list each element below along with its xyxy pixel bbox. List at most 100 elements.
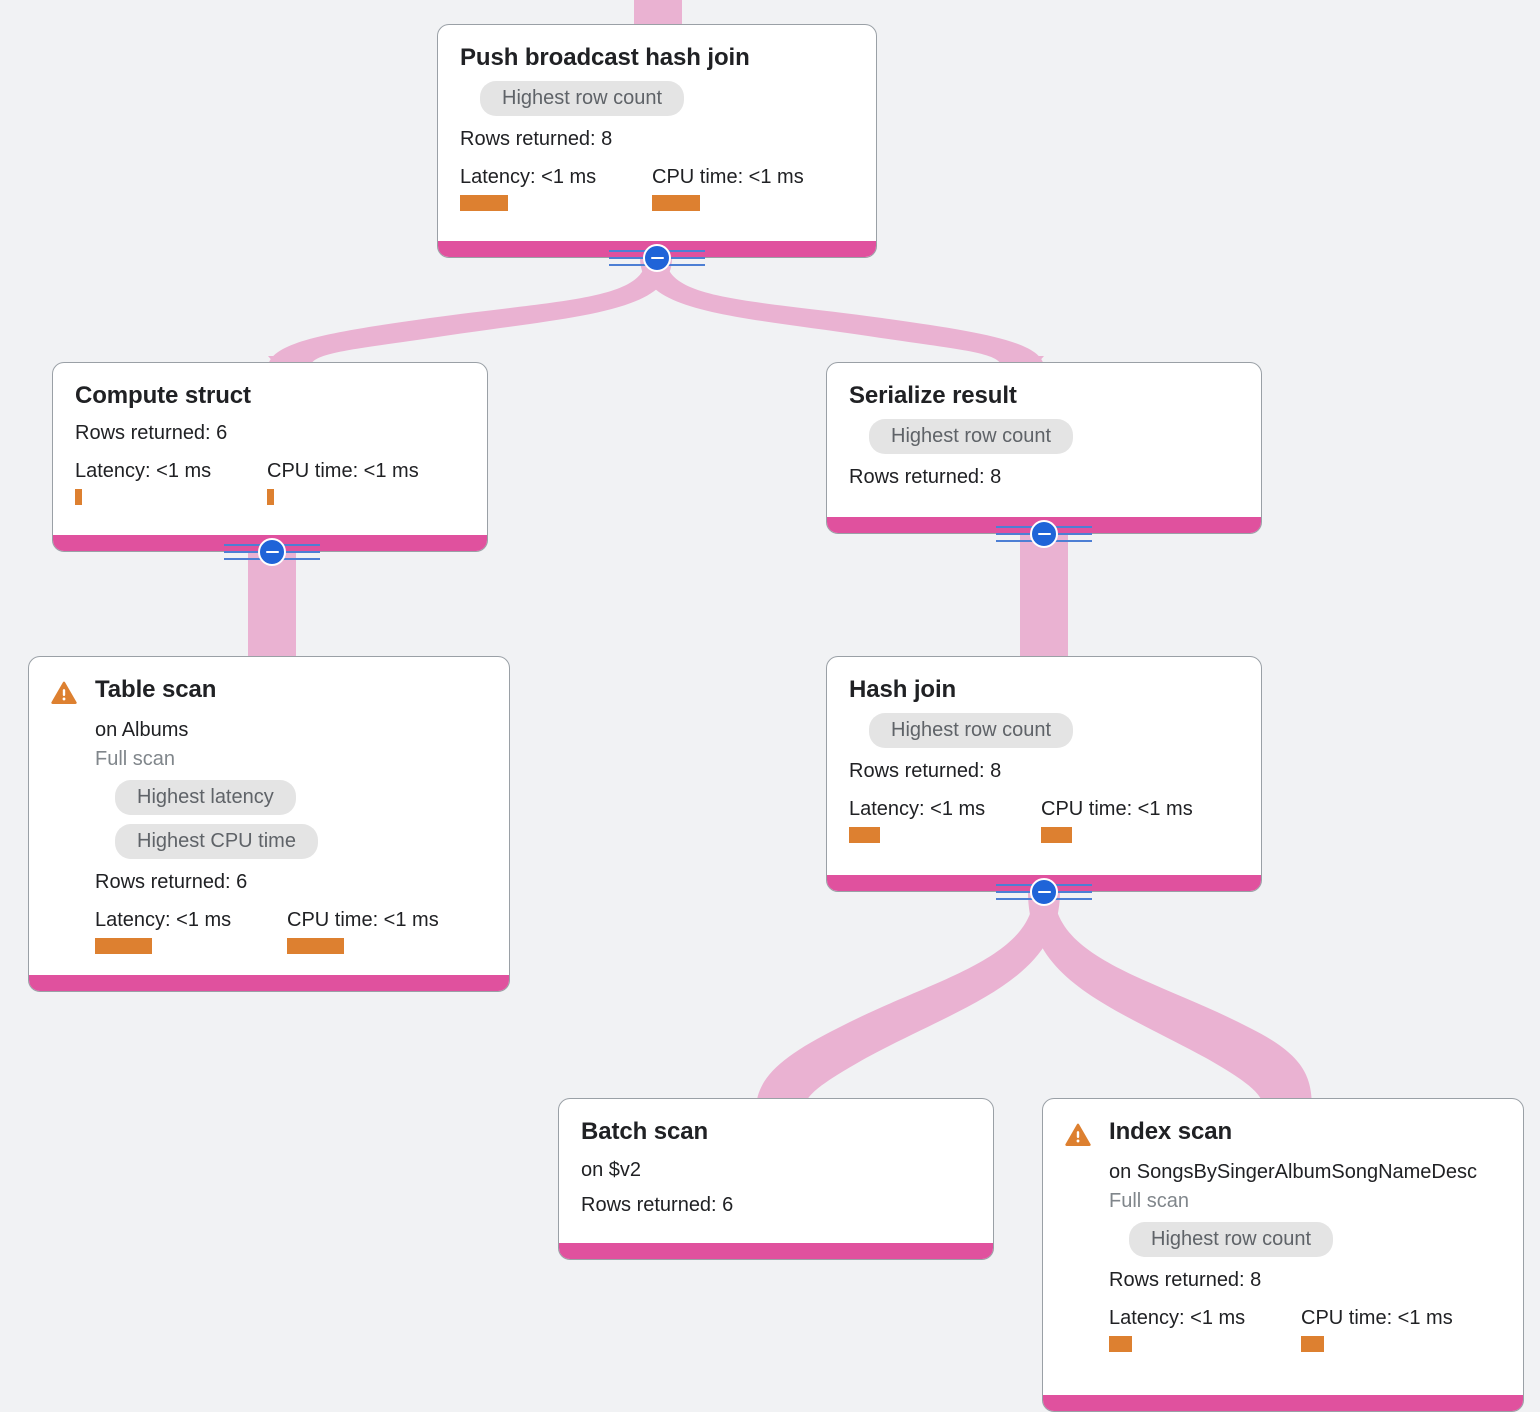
node-scan-type: Full scan xyxy=(1109,1190,1190,1212)
metric-cpu-time: CPU time: <1 ms xyxy=(652,165,804,211)
node-push-broadcast-hash-join[interactable]: Push broadcast hash join Highest row cou… xyxy=(437,24,877,258)
node-content: Table scan on Albums Full scan Highest l… xyxy=(29,657,509,972)
metric-latency-label: Latency: <1 ms xyxy=(75,459,212,482)
metric-latency: Latency: <1 ms xyxy=(849,797,1041,843)
metric-latency-bar xyxy=(75,488,82,505)
metric-cpu-time-label: CPU time: <1 ms xyxy=(287,909,439,931)
metric-cpu-time: CPU time: <1 ms xyxy=(287,908,439,954)
metrics-row: Latency: <1 ms CPU time: <1 ms xyxy=(460,165,854,211)
metric-cpu-time-bar xyxy=(1301,1336,1324,1352)
node-title-row: Index scan xyxy=(1065,1118,1501,1148)
metrics-row: Latency: <1 ms CPU time: <1 ms xyxy=(849,797,1239,843)
collapse-button-serialize-result[interactable] xyxy=(996,519,1092,549)
metric-cpu-time-bar xyxy=(287,938,344,954)
metric-cpu-time: CPU time: <1 ms xyxy=(267,459,419,505)
node-index-scan[interactable]: Index scan on SongsBySingerAlbumSongName… xyxy=(1042,1098,1524,1412)
node-content: Serialize result Highest row count Rows … xyxy=(827,363,1261,507)
node-title: Hash join xyxy=(849,676,957,703)
node-footer-bar xyxy=(29,975,509,991)
node-details: on Albums Full scan Highest latency High… xyxy=(95,718,487,954)
node-footer-bar xyxy=(559,1243,993,1259)
node-title: Batch scan xyxy=(581,1118,709,1145)
node-title: Table scan xyxy=(95,676,217,703)
rows-returned: Rows returned: 8 xyxy=(460,127,613,150)
metric-latency-label: Latency: <1 ms xyxy=(1109,1307,1246,1329)
node-details: on $v2 Rows returned: 6 xyxy=(581,1158,971,1217)
collapse-minus-icon[interactable] xyxy=(643,244,671,272)
metric-latency-bar xyxy=(95,938,152,954)
collapse-button-hash-join[interactable] xyxy=(996,877,1092,907)
badge-highest-latency: Highest latency xyxy=(115,780,296,815)
node-details: on SongsBySingerAlbumSongNameDesc Full s… xyxy=(1109,1160,1501,1352)
metric-cpu-time-label: CPU time: <1 ms xyxy=(267,459,419,482)
metric-cpu-time-label: CPU time: <1 ms xyxy=(1301,1307,1453,1329)
rows-returned: Rows returned: 6 xyxy=(581,1193,734,1216)
node-details: Highest row count Rows returned: 8 Laten… xyxy=(849,704,1239,843)
metric-latency: Latency: <1 ms xyxy=(460,165,652,211)
metric-latency: Latency: <1 ms xyxy=(1109,1306,1301,1352)
collapse-button-compute-struct[interactable] xyxy=(224,537,320,567)
node-table-scan[interactable]: Table scan on Albums Full scan Highest l… xyxy=(28,656,510,992)
node-title-row: Batch scan xyxy=(581,1118,971,1146)
node-content: Index scan on SongsBySingerAlbumSongName… xyxy=(1043,1099,1523,1370)
edge-incoming-root xyxy=(634,0,682,26)
rows-returned: Rows returned: 8 xyxy=(1109,1269,1262,1291)
badge-highest-row-count: Highest row count xyxy=(480,80,685,116)
collapse-minus-icon[interactable] xyxy=(1030,520,1058,548)
node-title: Compute struct xyxy=(75,382,251,409)
node-title: Push broadcast hash join xyxy=(460,44,750,71)
metric-latency: Latency: <1 ms xyxy=(75,459,267,505)
node-batch-scan[interactable]: Batch scan on $v2 Rows returned: 6 xyxy=(558,1098,994,1260)
badge-highest-row-count: Highest row count xyxy=(869,712,1074,748)
edge-root-to-serialize-result xyxy=(640,258,1044,368)
edge-hash-join-to-index-scan xyxy=(1028,892,1312,1110)
badge-highest-row-count: Highest row count xyxy=(1129,1222,1334,1257)
node-subtitle: on SongsBySingerAlbumSongNameDesc xyxy=(1109,1161,1477,1183)
node-title-row: Compute struct xyxy=(75,382,465,410)
badge-highest-cpu-time: Highest CPU time xyxy=(115,824,318,859)
node-title-row: Hash join xyxy=(849,676,1239,704)
node-details: Rows returned: 6 Latency: <1 ms CPU time… xyxy=(75,421,465,505)
rows-returned: Rows returned: 6 xyxy=(95,871,248,893)
warning-triangle-icon xyxy=(51,681,77,704)
node-content: Push broadcast hash join Highest row cou… xyxy=(438,25,876,229)
metric-cpu-time-label: CPU time: <1 ms xyxy=(652,165,804,188)
metric-latency: Latency: <1 ms xyxy=(95,908,287,954)
metric-cpu-time-bar xyxy=(652,194,700,211)
collapse-minus-icon[interactable] xyxy=(258,538,286,566)
node-title-row: Table scan xyxy=(51,676,487,706)
node-title-row: Serialize result xyxy=(849,382,1239,410)
rows-returned: Rows returned: 6 xyxy=(75,421,228,444)
metric-latency-bar xyxy=(849,826,880,843)
node-content: Compute struct Rows returned: 6 Latency:… xyxy=(53,363,487,523)
collapse-button-push-broadcast-hash-join[interactable] xyxy=(609,243,705,273)
rows-returned: Rows returned: 8 xyxy=(849,465,1002,488)
node-title-row: Push broadcast hash join xyxy=(460,44,854,72)
edge-hash-join-to-batch-scan xyxy=(756,892,1060,1110)
badge-highest-row-count: Highest row count xyxy=(869,418,1074,454)
node-details: Highest row count Rows returned: 8 Laten… xyxy=(460,72,854,211)
metrics-row: Latency: <1 ms CPU time: <1 ms xyxy=(1109,1306,1501,1352)
node-serialize-result[interactable]: Serialize result Highest row count Rows … xyxy=(826,362,1262,534)
metric-cpu-time: CPU time: <1 ms xyxy=(1041,797,1193,843)
badge-list: Highest latency Highest CPU time xyxy=(95,771,487,859)
metric-cpu-time-bar xyxy=(267,488,274,505)
metric-latency-bar xyxy=(460,194,508,211)
node-compute-struct[interactable]: Compute struct Rows returned: 6 Latency:… xyxy=(52,362,488,552)
metrics-row: Latency: <1 ms CPU time: <1 ms xyxy=(75,459,465,505)
rows-returned: Rows returned: 8 xyxy=(849,759,1002,782)
edge-compute-struct-to-table-scan xyxy=(248,552,296,670)
metric-cpu-time-label: CPU time: <1 ms xyxy=(1041,797,1193,820)
node-hash-join[interactable]: Hash join Highest row count Rows returne… xyxy=(826,656,1262,892)
metric-latency-label: Latency: <1 ms xyxy=(849,797,986,820)
node-scan-type: Full scan xyxy=(95,748,176,770)
collapse-minus-icon[interactable] xyxy=(1030,878,1058,906)
edge-root-to-compute-struct xyxy=(268,258,672,368)
node-subtitle: on $v2 xyxy=(581,1158,642,1181)
metrics-row: Latency: <1 ms CPU time: <1 ms xyxy=(95,908,487,954)
metric-latency-label: Latency: <1 ms xyxy=(95,909,232,931)
metric-latency-bar xyxy=(1109,1336,1132,1352)
edge-serialize-result-to-hash-join xyxy=(1020,534,1068,670)
metric-latency-label: Latency: <1 ms xyxy=(460,165,597,188)
